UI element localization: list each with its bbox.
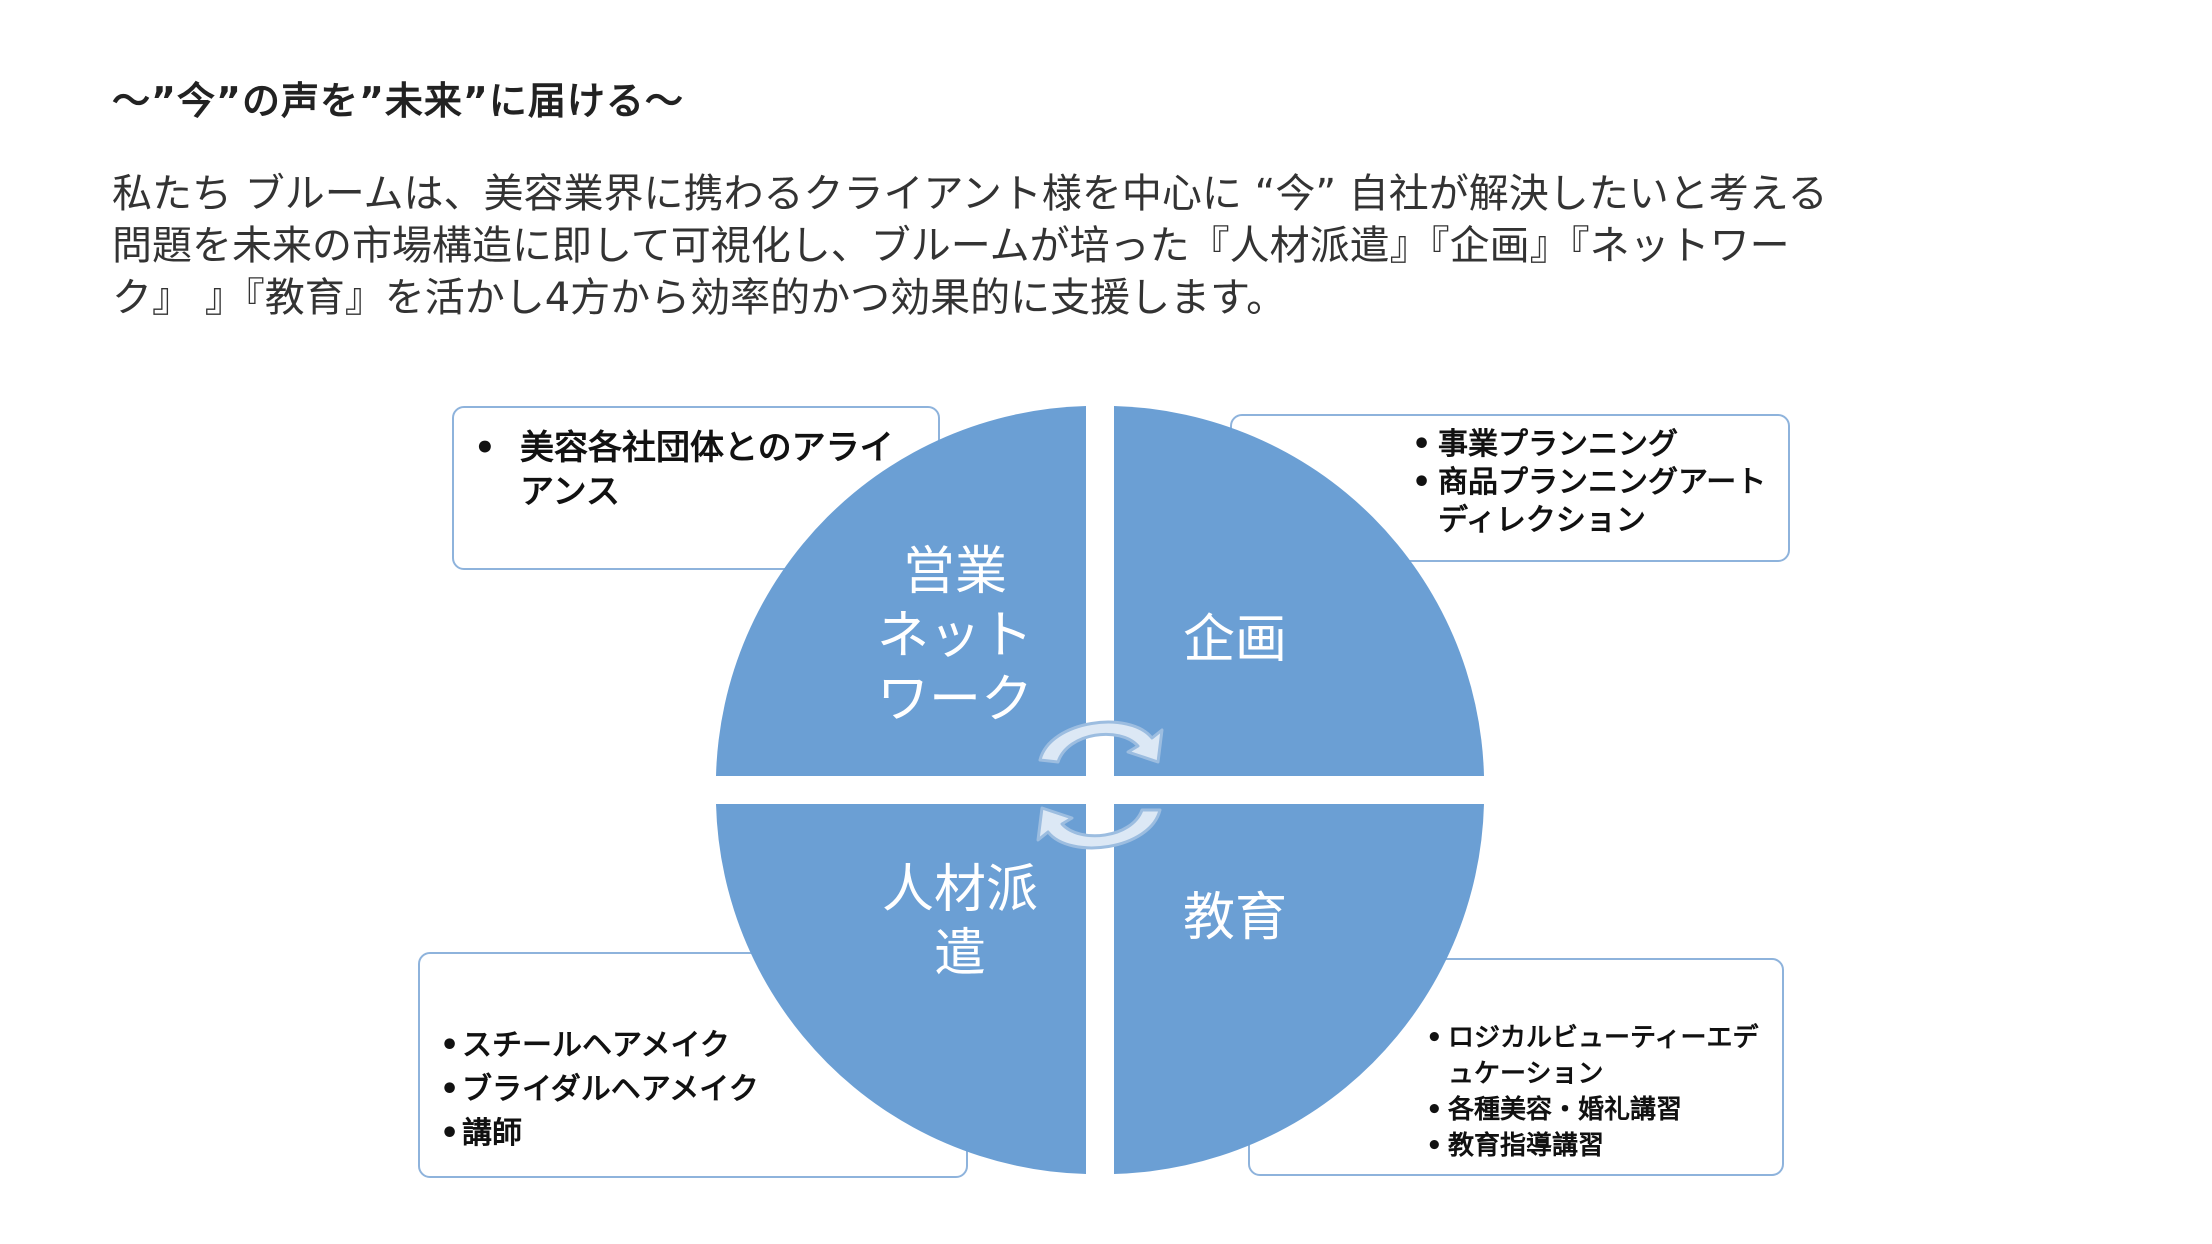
intro-line: ク』 』『教育』を活かし4方から効率的かつ効果的に支援します。	[112, 275, 1287, 321]
intro-line: 私たち ブルームは、美容業界に携わるクライアント様を中心に “今” 自社が解決し…	[112, 171, 1828, 217]
segment-education	[1114, 804, 1484, 1174]
quadrant-label-staffing: 人材派 遣	[845, 858, 1075, 986]
list-item: •ブライダルヘアメイク	[440, 1068, 946, 1112]
list-item: •事業プランニング	[1412, 427, 1678, 462]
bullet-icon: •	[1426, 1131, 1443, 1161]
label-line: 遣	[933, 924, 986, 984]
label-line: ワーク	[876, 670, 1033, 730]
list-item: •各種美容・婚礼講習	[1426, 1092, 1762, 1128]
bullet-icon: •	[440, 1072, 460, 1107]
label-line: ネット	[876, 606, 1033, 666]
cycle-arrows	[1036, 720, 1164, 850]
bullet-icon: •	[474, 428, 496, 468]
intro-line: 問題を未来の市場構造に即して可視化し、ブルームが培った『人材派遣』『企画』『ネッ…	[112, 223, 1790, 269]
bullet-icon: •	[440, 1116, 460, 1151]
bullet-icon: •	[1426, 1023, 1443, 1053]
segment-planning	[1114, 406, 1484, 776]
list-item: •教育指導講習	[1426, 1128, 1762, 1164]
cycle-arrow-top-icon	[1038, 720, 1164, 764]
label-line: 企画	[1182, 610, 1287, 670]
list-item: •ロジカルビューティーエデュケーション	[1426, 1020, 1762, 1092]
intro-paragraph: 私たち ブルームは、美容業界に携わるクライアント様を中心に “今” 自社が解決し…	[112, 168, 1828, 324]
quadrant-label-network: 営業 ネット ワーク	[835, 540, 1075, 732]
quadrant-circle-diagram	[716, 406, 1484, 1174]
list-item: •美容各社団体とのアライアンス	[474, 428, 894, 512]
segment-network	[716, 406, 1086, 776]
list-item: •商品プランニングアートディレクション	[1412, 465, 1767, 538]
segment-staffing	[716, 804, 1086, 1174]
list-item: •講師	[440, 1112, 946, 1156]
label-line: 営業	[902, 542, 1007, 602]
list-item: •スチールヘアメイク	[440, 1024, 946, 1068]
quadrant-label-planning: 企画	[1130, 608, 1340, 672]
label-line: 教育	[1182, 888, 1287, 948]
bullet-icon: •	[1426, 1095, 1443, 1125]
quadrant-segments	[716, 406, 1484, 1174]
callout-box-network: •美容各社団体とのアライアンス	[452, 406, 940, 570]
bullet-icon: •	[440, 1028, 460, 1063]
bullet-icon: •	[1412, 465, 1432, 500]
page-heading: ～”今”の声を”未来”に届ける～	[112, 79, 684, 123]
cycle-arrow-bottom-icon	[1036, 806, 1162, 850]
bullet-icon: •	[1412, 427, 1432, 462]
quadrant-label-education: 教育	[1130, 886, 1340, 950]
label-line: 人材派	[881, 860, 1038, 920]
